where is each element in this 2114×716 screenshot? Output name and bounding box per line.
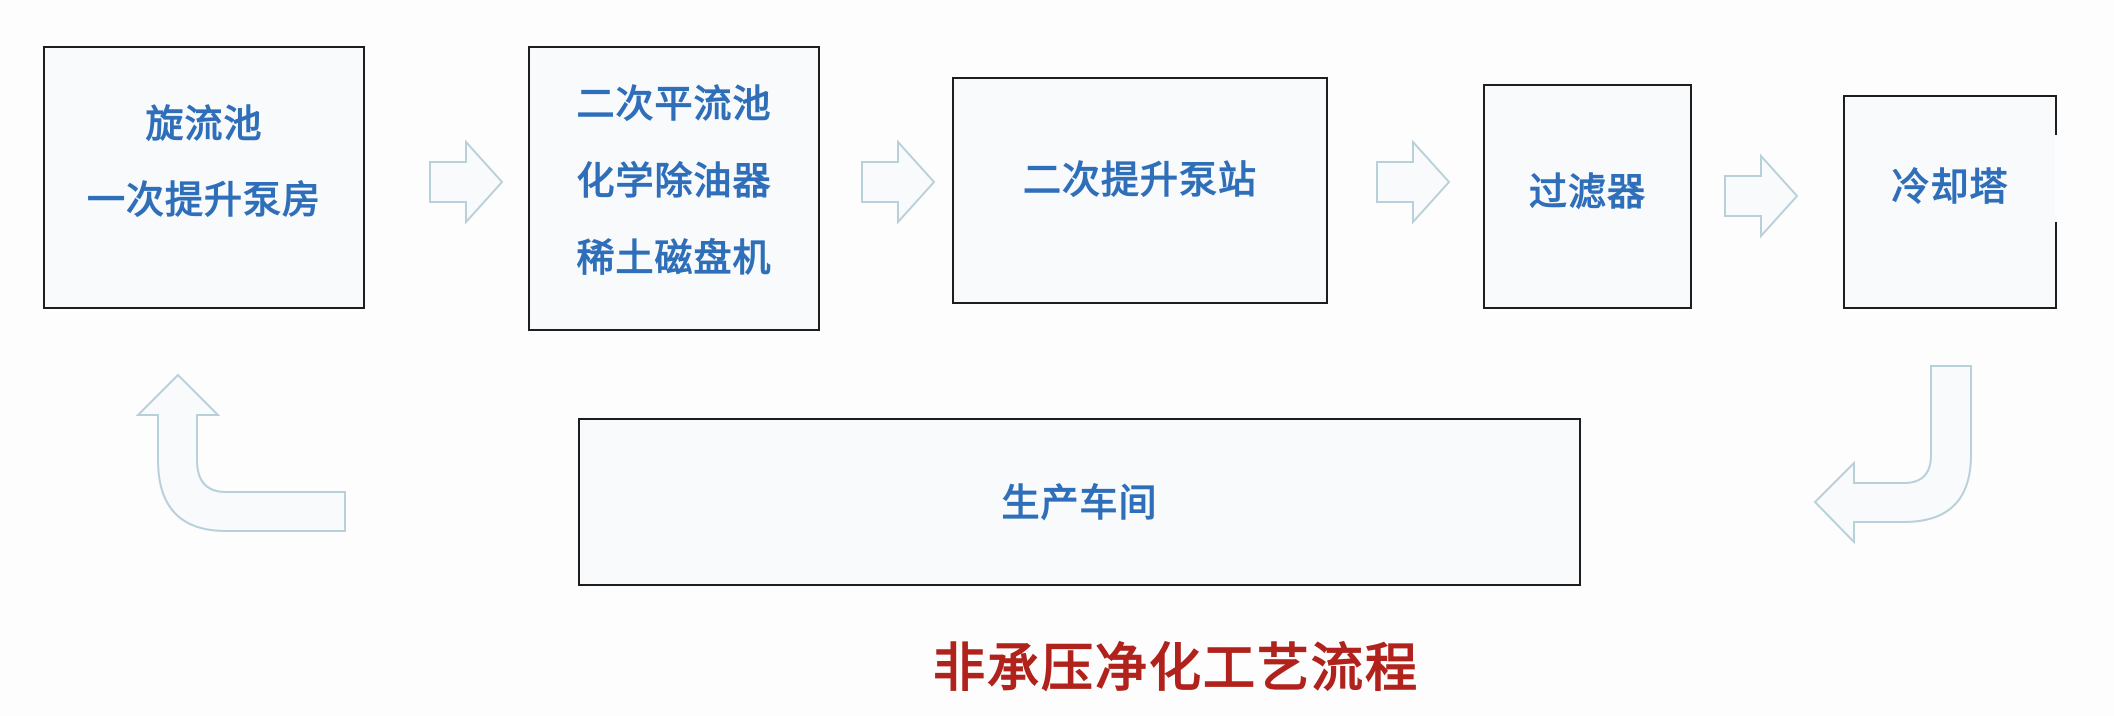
node-label: 二次平流池 (576, 82, 772, 126)
node-cyclone-pool-primary-pump: 旋流池 一次提升泵房 (43, 46, 365, 309)
node-cooling-tower: 冷却塔 (1843, 95, 2057, 309)
node-label: 冷却塔 (1891, 165, 2009, 209)
node-production-workshop: 生产车间 (578, 418, 1581, 586)
node-label: 化学除油器 (576, 159, 772, 203)
node-secondary-settling-pool: 二次平流池 化学除油器 稀土磁盘机 (528, 46, 820, 331)
diagram-title: 非承压净化工艺流程 (932, 639, 1419, 699)
node-secondary-pump-station: 二次提升泵站 (952, 77, 1328, 304)
node-label: 过滤器 (1528, 170, 1646, 214)
node-filter: 过滤器 (1483, 84, 1692, 309)
node-label: 旋流池 (145, 102, 263, 146)
border-gap (2055, 135, 2058, 222)
node-label: 生产车间 (1001, 481, 1158, 525)
node-label: 稀土磁盘机 (576, 236, 772, 280)
node-label: 一次提升泵房 (86, 178, 321, 222)
node-label: 二次提升泵站 (1022, 158, 1257, 202)
